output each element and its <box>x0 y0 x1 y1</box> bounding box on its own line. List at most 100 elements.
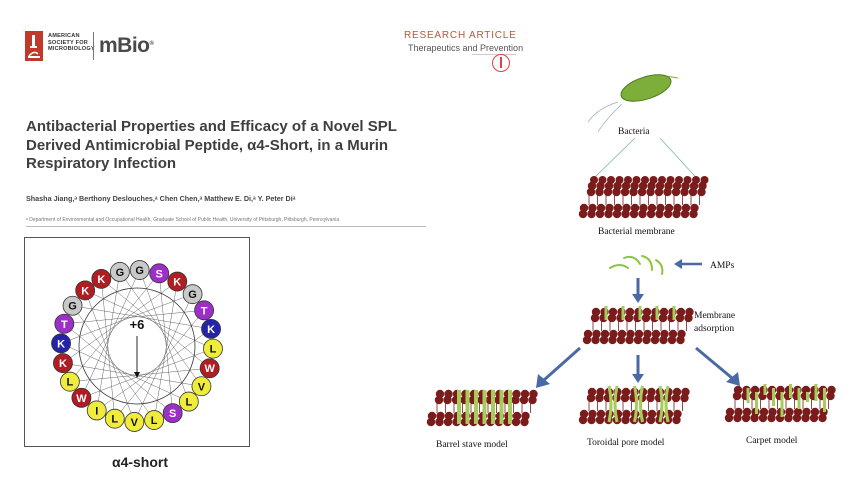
residue-w: W <box>199 358 220 379</box>
residue-s: S <box>162 403 183 424</box>
svg-text:G: G <box>188 289 197 301</box>
wheel-connector <box>114 310 205 419</box>
svg-text:S: S <box>156 268 163 280</box>
residue-i: I <box>86 400 107 421</box>
amp-mechanism-diagram: Bacteria Bacterial membrane AMPs Membran… <box>426 74 836 450</box>
wheel-connector <box>69 273 160 382</box>
adsorption-label-2: adsorption <box>694 324 734 334</box>
society-name: AMERICAN SOCIETY FOR MICROBIOLOGY <box>48 33 95 53</box>
bacteria-label: Bacteria <box>618 127 650 137</box>
bacterial-membrane <box>578 176 709 219</box>
wheel-connector <box>153 281 178 421</box>
svg-text:I: I <box>95 405 98 417</box>
residue-s: S <box>149 263 170 284</box>
svg-text:V: V <box>131 417 139 429</box>
residue-k: K <box>91 268 112 289</box>
residue-g: G <box>182 284 203 305</box>
residue-k: K <box>201 319 221 339</box>
wheel-connector <box>60 343 189 402</box>
wheel-connector <box>64 310 205 325</box>
residue-l: L <box>59 371 80 392</box>
bacterium-icon <box>587 74 679 133</box>
wheel-caption: α4-short <box>111 454 169 470</box>
residue-g: G <box>62 295 83 316</box>
svg-text:G: G <box>135 265 144 277</box>
article-section: Therapeutics and Prevention <box>408 43 524 53</box>
wheel-connector <box>69 367 210 382</box>
wheel-connector <box>96 271 121 411</box>
svg-text:L: L <box>185 397 192 409</box>
amp-peptides-icon <box>609 255 664 275</box>
residue-v: V <box>124 412 145 432</box>
wheel-connector <box>101 278 210 369</box>
amps-label: AMPs <box>710 261 735 271</box>
arrow-to-toroidal-head-icon <box>632 374 644 383</box>
svg-text:K: K <box>57 338 65 350</box>
svg-text:L: L <box>151 415 158 427</box>
wheel-connector <box>72 305 212 330</box>
wheel-connector <box>62 281 178 364</box>
residue-k: K <box>53 353 73 373</box>
journal-logo: mBio® <box>99 34 154 57</box>
svg-text:L: L <box>210 344 217 356</box>
wheel-connector <box>101 278 116 419</box>
wheel-connector <box>96 328 212 411</box>
wheel-connector <box>119 271 202 387</box>
crossmark-icon[interactable] <box>492 54 510 72</box>
svg-text:K: K <box>207 324 215 336</box>
adsorbed-membrane <box>582 306 694 345</box>
residue-l: L <box>144 410 164 430</box>
arrow-to-barrel <box>543 346 581 382</box>
wheel-connector <box>158 273 173 414</box>
svg-text:W: W <box>204 363 215 375</box>
wheel-connector <box>85 290 214 349</box>
carpet-membrane <box>724 384 836 423</box>
arrow-to-barrel-head-icon <box>536 374 550 388</box>
residue-k: K <box>75 280 96 301</box>
arrow-to-carpet <box>695 346 733 380</box>
svg-text:K: K <box>173 277 181 289</box>
arrow-head-icon <box>134 372 140 378</box>
svg-text:T: T <box>201 305 208 317</box>
residue-l: L <box>178 391 199 412</box>
svg-text:T: T <box>61 319 68 331</box>
adsorption-arrow-head-icon <box>632 294 644 303</box>
residue-g: G <box>110 262 130 282</box>
article-title: Antibacterial Properties and Efficacy of… <box>26 118 397 172</box>
residue-w: W <box>71 387 92 408</box>
wheel-connector <box>64 323 173 414</box>
logo-divider <box>93 32 94 60</box>
wheel-connector <box>62 362 202 387</box>
wheel-connector <box>134 294 193 423</box>
residue-t: T <box>194 300 215 321</box>
wheel-connector <box>72 305 155 421</box>
svg-text:G: G <box>116 267 125 279</box>
wheel-connector <box>60 293 193 344</box>
wheel-connector <box>139 269 190 402</box>
residue-l: L <box>104 408 125 429</box>
svg-text:K: K <box>81 285 89 297</box>
residue-l: L <box>203 338 223 359</box>
residue-g: G <box>129 260 150 280</box>
amps-arrow-head-icon <box>674 259 682 269</box>
residue-k: K <box>167 271 188 292</box>
residue-k: K <box>51 333 71 354</box>
wheel-connector <box>84 290 135 423</box>
article-type: RESEARCH ARTICLE <box>404 30 517 41</box>
header-rule <box>472 54 516 55</box>
microscope-icon <box>25 31 43 61</box>
zoom-line-left <box>591 137 636 181</box>
barrel-stave-membrane <box>426 389 538 427</box>
svg-text:V: V <box>198 381 206 393</box>
residue-v: V <box>191 376 212 397</box>
model-label-carpet: Carpet model <box>746 436 798 446</box>
adsorption-label-1: Membrane <box>694 311 735 321</box>
svg-text:L: L <box>67 377 74 389</box>
toroidal-pore-membrane <box>578 385 690 425</box>
author-list: Shasha Jiang,ᵃ Berthony Deslouches,ᵃ Che… <box>26 194 296 203</box>
svg-text:S: S <box>169 408 176 420</box>
model-label-toroidal: Toroidal pore model <box>587 438 665 448</box>
arrow-to-carpet-head-icon <box>726 372 740 386</box>
